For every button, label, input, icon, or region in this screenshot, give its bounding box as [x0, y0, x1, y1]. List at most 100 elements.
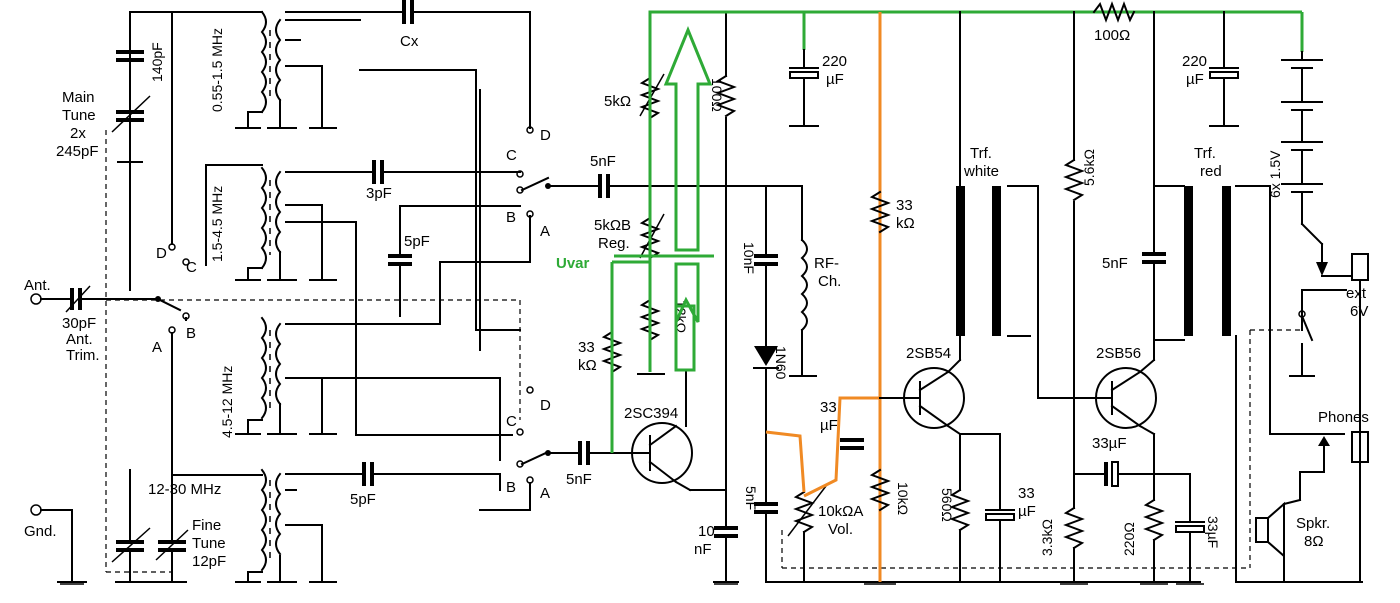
- trf-red-label-1: Trf.: [1194, 145, 1216, 162]
- res-5kb-label-1: 5kΩB: [594, 217, 631, 234]
- stage1-coupling: [577, 174, 803, 465]
- vol-label-2: Vol.: [828, 521, 853, 538]
- coil-4-label: 12-30 MHz: [148, 481, 221, 498]
- res-100-b-label: 100Ω: [1094, 27, 1130, 44]
- res-3k3-label: 3.3kΩ: [1039, 519, 1055, 556]
- cap-33uf-b-label-2: µF: [1018, 503, 1036, 520]
- cap-10nf-a-label: 10nF: [741, 242, 757, 274]
- main-tune-label-2: Tune: [62, 107, 96, 124]
- ext-label-2: 6V: [1350, 303, 1368, 320]
- cap-220uf-a-label-2: µF: [826, 71, 844, 88]
- cap-10nf-b-label-2: nF: [694, 541, 712, 558]
- ext-label-1: ext: [1346, 285, 1367, 302]
- switch-right-C2: C: [506, 413, 517, 430]
- diode-label: 1N60: [773, 346, 789, 380]
- speaker-label-1: Spkr.: [1296, 515, 1330, 532]
- switch-right-B1: B: [506, 209, 516, 226]
- vol-label-1: 10kΩA: [818, 503, 863, 520]
- res-5kb-label-2: Reg.: [598, 235, 630, 252]
- antenna-section: [30, 285, 159, 583]
- cap-5nf-a-label: 5nF: [590, 153, 616, 170]
- coil-1-label: 0.55-1.5 MHz: [209, 28, 225, 112]
- trf-white-label-1: Trf.: [970, 145, 992, 162]
- stage2-bias: [869, 190, 891, 512]
- cap-3pf-label: 3pF: [366, 185, 392, 202]
- cap-33uf-a-label-2: µF: [820, 417, 838, 434]
- switch-right-A2: A: [540, 485, 550, 502]
- switch-right-A1: A: [540, 223, 550, 240]
- cap-5nf-d-label: 5nF: [1102, 255, 1128, 272]
- coupling-capacitors: [285, 0, 531, 491]
- fine-tune-capacitors: [106, 469, 189, 583]
- switch-left-B: B: [186, 325, 196, 342]
- cap-140pf-label: 140pF: [149, 42, 165, 82]
- stage3-supply: [1063, 1, 1239, 475]
- res-5k6-label: 5.6kΩ: [1081, 149, 1097, 186]
- main-tune-label-3: 2x: [70, 125, 86, 142]
- switch-left-C: C: [186, 259, 197, 276]
- speaker-label-2: 8Ω: [1304, 533, 1324, 550]
- res-33k-a-label-1: 33: [578, 339, 595, 356]
- cap-33uf-a-label-1: 33: [820, 399, 837, 416]
- uvar-label: Uvar: [556, 255, 590, 272]
- cap-220uf-b-label-2: µF: [1186, 71, 1204, 88]
- transformer-white: [956, 185, 1099, 399]
- switch-right-D2: D: [540, 397, 551, 414]
- res-560-label: 560Ω: [939, 488, 955, 522]
- coil-3-label: 4.5-12 MHz: [219, 366, 235, 438]
- battery-label: 6x 1.5V: [1267, 150, 1283, 198]
- main-tune-label-1: Main: [62, 89, 95, 106]
- volume-stage: [765, 438, 1250, 583]
- switch-left-A: A: [152, 339, 162, 356]
- main-tune-label-4: 245pF: [56, 143, 99, 160]
- ant-cap-label-2: Trim.: [66, 347, 100, 364]
- switch-right-B2: B: [506, 479, 516, 496]
- cap-33uf-d-label: 33µF: [1205, 516, 1221, 548]
- fine-tune-label-2: Tune: [192, 535, 226, 552]
- cap-5nf-c-label: 5nF: [743, 486, 759, 510]
- res-33k-b-label-2: kΩ: [896, 215, 915, 232]
- transformer-red: [1184, 185, 1363, 583]
- res-220-label: 220Ω: [1121, 522, 1137, 556]
- trf-red-label-2: red: [1200, 163, 1222, 180]
- rf-choke-label-2: Ch.: [818, 273, 841, 290]
- q1-label: 2SC394: [624, 405, 678, 422]
- coil-2-label: 1.5-4.5 MHz: [209, 186, 225, 262]
- band-switch-left: [106, 11, 520, 334]
- rf-choke-label-1: RF-: [814, 255, 839, 272]
- switch-left-D: D: [156, 245, 167, 262]
- res-5k-label: 5kΩ: [604, 93, 631, 110]
- cap-10nf-b-label-1: 10: [698, 523, 715, 540]
- switch-right-D1: D: [540, 127, 551, 144]
- ant-label: Ant.: [24, 277, 51, 294]
- ant-cap-value: 30pF: [62, 315, 96, 332]
- cap-220uf-b-label-1: 220: [1182, 53, 1207, 70]
- stage3-transistor: [1063, 339, 1205, 583]
- green-highlight: [610, 10, 1304, 453]
- coil-bank: [171, 10, 501, 583]
- orange-highlight: [765, 12, 882, 582]
- phones-label: Phones: [1318, 409, 1369, 426]
- switch-right-C1: C: [506, 147, 517, 164]
- cap-5pf-a-label: 5pF: [404, 233, 430, 250]
- battery-pack: [1281, 51, 1369, 583]
- cap-220uf-a-label-1: 220: [822, 53, 847, 70]
- cap-33uf-c-label: 33µF: [1092, 435, 1127, 452]
- res-10k-label: 10kΩ: [895, 482, 911, 515]
- cap-5nf-b-label: 5nF: [566, 471, 592, 488]
- cap-5pf-b-label: 5pF: [350, 491, 376, 508]
- q2-label: 2SB54: [906, 345, 951, 362]
- q3-label: 2SB56: [1096, 345, 1141, 362]
- res-33k-b-label-1: 33: [896, 197, 913, 214]
- res-100-label: 100Ω: [709, 78, 725, 112]
- trf-white-label-2: white: [963, 163, 999, 180]
- ant-cap-label-1: Ant.: [66, 331, 93, 348]
- cx-label: Cx: [400, 33, 419, 50]
- detector-stage: [753, 49, 819, 583]
- fine-tune-label-1: Fine: [192, 517, 221, 534]
- band-switch-right: [479, 89, 591, 511]
- fine-tune-label-3: 12pF: [192, 553, 226, 570]
- gnd-label: Gnd.: [24, 523, 57, 540]
- cap-33uf-b-label-1: 33: [1018, 485, 1035, 502]
